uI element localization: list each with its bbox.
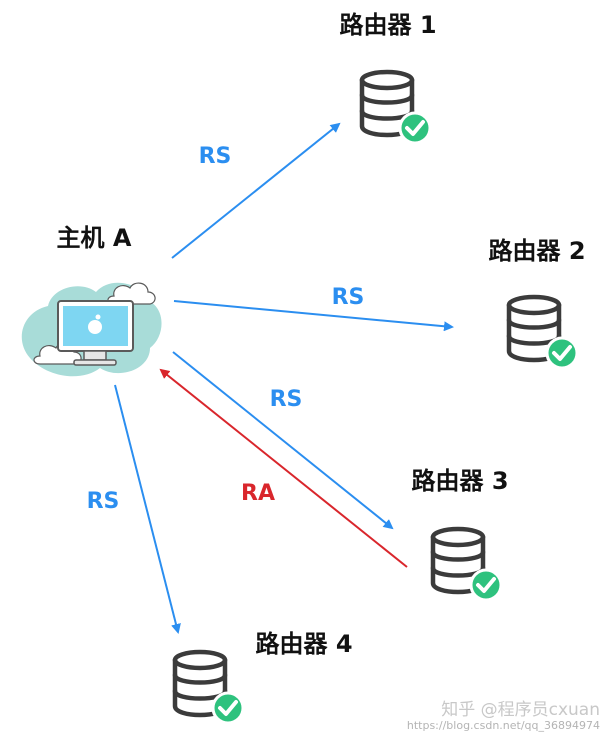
arrow-ra-host: [159, 368, 408, 568]
router-3-icon: [433, 529, 501, 600]
arrow-rs-router-4: [114, 384, 181, 634]
computer-icon: [21, 282, 162, 377]
router-2-label: 路由器 2: [488, 237, 585, 265]
router-4-label: 路由器 4: [255, 630, 352, 658]
router-1-label: 路由器 1: [339, 11, 436, 39]
watermark-brand: 知乎 @程序员cxuan: [441, 700, 600, 720]
router-1-icon: [362, 72, 430, 143]
watermark-url: https://blog.csdn.net/qq_36894974: [407, 719, 600, 732]
arrow-rs-router-2: [173, 300, 454, 332]
rs-label-1: RS: [199, 144, 232, 169]
rs-label-3: RS: [270, 387, 303, 412]
ra-label: RA: [241, 481, 275, 506]
router-4-icon: [175, 652, 243, 723]
rs-label-4: RS: [87, 489, 120, 514]
router-3-label: 路由器 3: [411, 467, 508, 495]
rs-label-2: RS: [332, 285, 365, 310]
arrow-rs-router-1: [171, 122, 341, 259]
router-2-icon: [509, 297, 577, 368]
arrow-rs-router-3: [172, 351, 394, 530]
host-label: 主机 A: [57, 224, 132, 252]
